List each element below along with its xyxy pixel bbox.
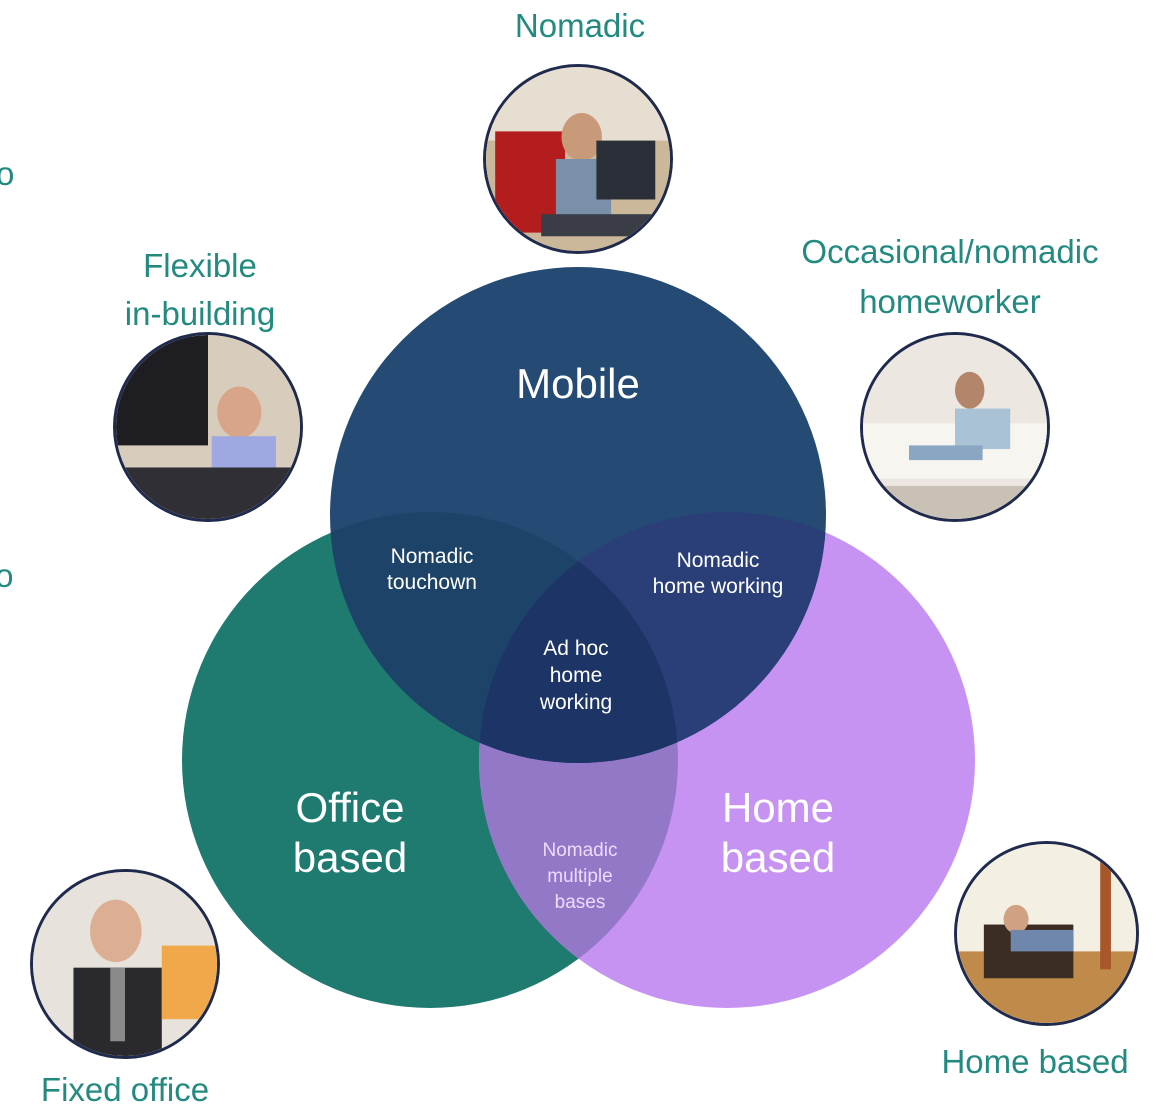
flexible-label-line1: Flexible — [143, 247, 257, 284]
office-title-line1: Office — [296, 784, 405, 831]
home-title-line2: based — [721, 834, 835, 881]
center-overlap — [479, 512, 678, 763]
office-title-line2: based — [293, 834, 407, 881]
fixed-office-label: Fixed office — [40, 1071, 210, 1108]
office-home-label-1: Nomadic — [543, 840, 618, 861]
home-title-line1: Home — [722, 784, 834, 831]
occasional-label-line2: homeworker — [859, 283, 1041, 320]
mobile-title: Mobile — [516, 360, 640, 407]
cut-off-text-2: to — [0, 557, 14, 594]
office-home-label-3: bases — [555, 892, 606, 913]
center-label-1: Ad hoc — [543, 637, 608, 660]
flexible-photo — [113, 332, 303, 522]
occasional-label-line1: Occasional/nomadic — [801, 233, 1099, 270]
home-based-label: Home based — [941, 1043, 1129, 1080]
mobile-office-label-1: Nomadic — [391, 545, 474, 568]
mobile-home-label-2: home working — [653, 575, 784, 598]
nomadic-label: Nomadic — [514, 7, 646, 44]
mobile-home-label-1: Nomadic — [677, 549, 760, 572]
flexible-label-line2: in-building — [124, 295, 276, 332]
occasional-photo — [860, 332, 1050, 522]
office-home-label-2: multiple — [547, 866, 612, 887]
fixed-office-photo — [30, 869, 220, 1059]
nomadic-photo — [483, 64, 673, 254]
center-label-3: working — [539, 691, 612, 714]
cut-off-text-1: o — [0, 155, 15, 192]
center-label-2: home — [550, 664, 603, 687]
mobile-office-label-2: touchown — [387, 571, 477, 594]
home-based-photo — [954, 841, 1139, 1026]
